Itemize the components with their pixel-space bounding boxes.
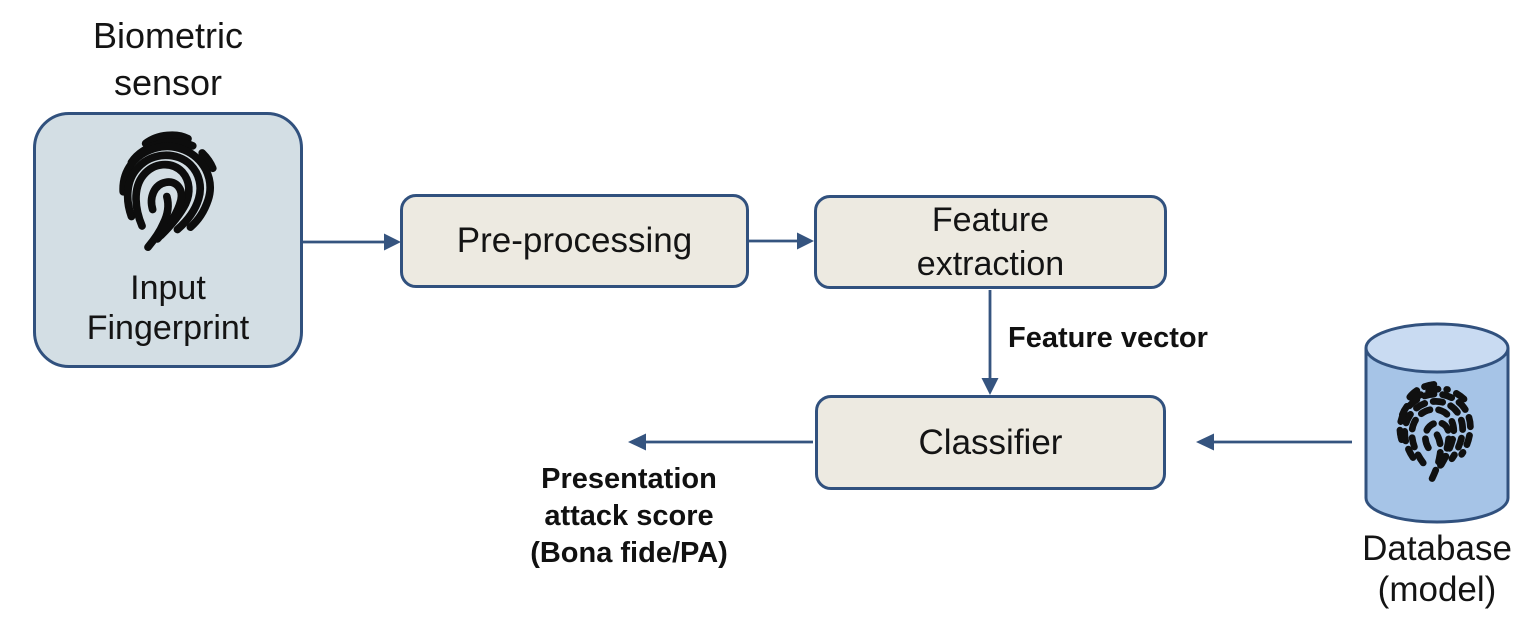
fingerprint-icon: [105, 127, 231, 264]
database-label: Database (model): [1362, 529, 1512, 609]
presentation-attack-score-label: Presentation attack score (Bona fide/PA): [530, 463, 728, 569]
biometric-sensor-label: Biometric sensor: [92, 15, 244, 103]
preprocessing-node: Pre-processing: [400, 194, 749, 288]
database-node: [1362, 320, 1512, 528]
classifier-node: Classifier: [815, 395, 1166, 490]
input-fingerprint-node: Input Fingerprint: [33, 112, 303, 368]
classifier-label: Classifier: [918, 422, 1063, 462]
arrow-database-to-classifier: [1196, 433, 1352, 451]
arrow-preprocessing-to-feature-extraction: [749, 232, 814, 250]
arrow-input-to-preprocessing: [303, 233, 401, 251]
preprocessing-label: Pre-processing: [456, 221, 693, 260]
feature-extraction-node: Feature extraction: [814, 195, 1167, 289]
feature-extraction-label: Feature extraction: [916, 201, 1065, 283]
arrow-classifier-to-output-score: [628, 433, 813, 451]
database-cylinder-icon: [1362, 322, 1512, 532]
input-fingerprint-label: Input Fingerprint: [86, 269, 250, 347]
feature-vector-label: Feature vector: [1008, 322, 1208, 354]
arrow-feature-extraction-to-classifier: [981, 290, 999, 395]
